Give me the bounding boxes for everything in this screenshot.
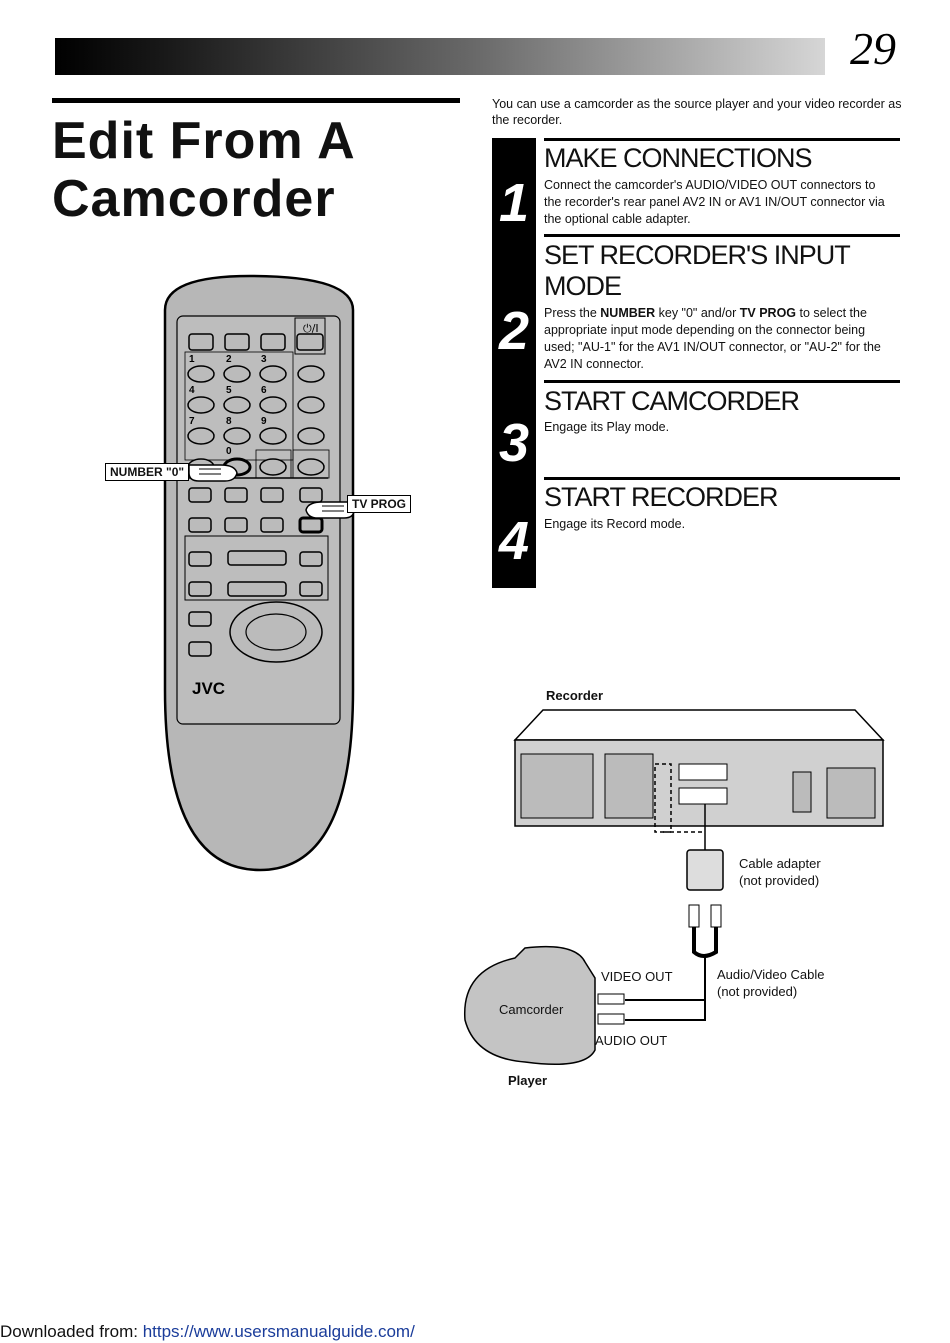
key-6-label: 6 (261, 385, 267, 396)
step-2-heading-line-1: SET RECORDER'S INPUT (544, 240, 851, 270)
hand-pointer-tvprog-icon (305, 501, 355, 519)
key-2-label: 2 (226, 354, 232, 365)
av-cable-note: (not provided) (717, 984, 798, 999)
key-5-label: 5 (226, 385, 232, 396)
av-cable-label: Audio/Video Cable (717, 967, 825, 982)
footer-link[interactable]: https://www.usersmanualguide.com/ (142, 1322, 415, 1341)
key-4-label: 4 (189, 385, 195, 396)
key-0-label: 0 (226, 446, 232, 457)
step-1-number: 1 (498, 173, 530, 233)
step-1-rule (544, 138, 900, 141)
callout-tv-prog: TV PROG (347, 495, 412, 513)
remote-control-illustration: ⏻/I 1 2 3 4 5 6 7 8 9 0 JVC (163, 274, 355, 872)
key-7-label: 7 (189, 416, 195, 427)
key-9-label: 9 (261, 416, 267, 427)
step-2-key-number: NUMBER (600, 306, 656, 320)
step-1-body: Connect the camcorder's AUDIO/VIDEO OUT … (544, 178, 885, 226)
camcorder-shape (464, 945, 596, 1065)
player-label: Player (508, 1073, 548, 1088)
step-2-body-pre: Press the (544, 306, 601, 320)
cable-adapter-note: (not provided) (739, 873, 820, 888)
callout-number-0: NUMBER "0" (105, 463, 190, 481)
title-line-1: Edit From A (52, 112, 356, 170)
step-3-body: Engage its Play mode. (544, 420, 670, 434)
header-bar (55, 38, 825, 75)
hand-pointer-number-icon (188, 464, 238, 482)
step-2-number: 2 (498, 301, 530, 361)
footer-prefix: Downloaded from: (0, 1322, 143, 1341)
step-2-rule (544, 234, 900, 237)
page-title: Edit From A Camcorder (52, 112, 472, 228)
step-2-body: Press the NUMBER key "0" and/or TV PROG … (544, 305, 896, 373)
cable-adapter-shape (686, 849, 724, 891)
audio-out-label: AUDIO OUT (595, 1033, 668, 1048)
title-line-2: Camcorder (52, 170, 336, 228)
step-3-rule (544, 380, 900, 383)
step-1-heading: MAKE CONNECTIONS (544, 143, 813, 173)
step-2-key-tvprog: TV PROG (739, 306, 797, 320)
key-8-label: 8 (226, 416, 232, 427)
step-2-body-post: to select the appropriate input mode dep… (544, 306, 881, 371)
camcorder-label: Camcorder (499, 1002, 564, 1017)
page-number: 29 (850, 23, 896, 74)
step-4-rule (544, 477, 900, 480)
video-out-label: VIDEO OUT (601, 969, 673, 984)
title-rule (52, 98, 460, 103)
step-2-heading-line-2: MODE (544, 271, 622, 301)
step-3-number: 3 (498, 413, 530, 473)
step-3-heading: START CAMCORDER (544, 386, 800, 416)
steps-bar (492, 138, 536, 588)
key-3-label: 3 (261, 354, 267, 365)
step-4-body: Engage its Record mode. (544, 517, 686, 531)
step-4-number: 4 (498, 511, 530, 571)
key-1-label: 1 (189, 354, 195, 365)
power-icon: ⏻/I (303, 322, 319, 335)
recorder-label: Recorder (546, 688, 604, 703)
step-2-heading: SET RECORDER'S INPUT MODE (544, 240, 900, 302)
connection-diagram (464, 709, 885, 1065)
step-4-heading: START RECORDER (544, 482, 779, 512)
cable-adapter-label: Cable adapter (739, 856, 821, 871)
step-2-body-mid: key "0" and/or (655, 306, 740, 320)
intro-text: You can use a camcorder as the source pl… (492, 97, 902, 127)
footer: Downloaded from: https://www.usersmanual… (0, 1322, 415, 1342)
remote-brand-logo: JVC (192, 679, 225, 698)
